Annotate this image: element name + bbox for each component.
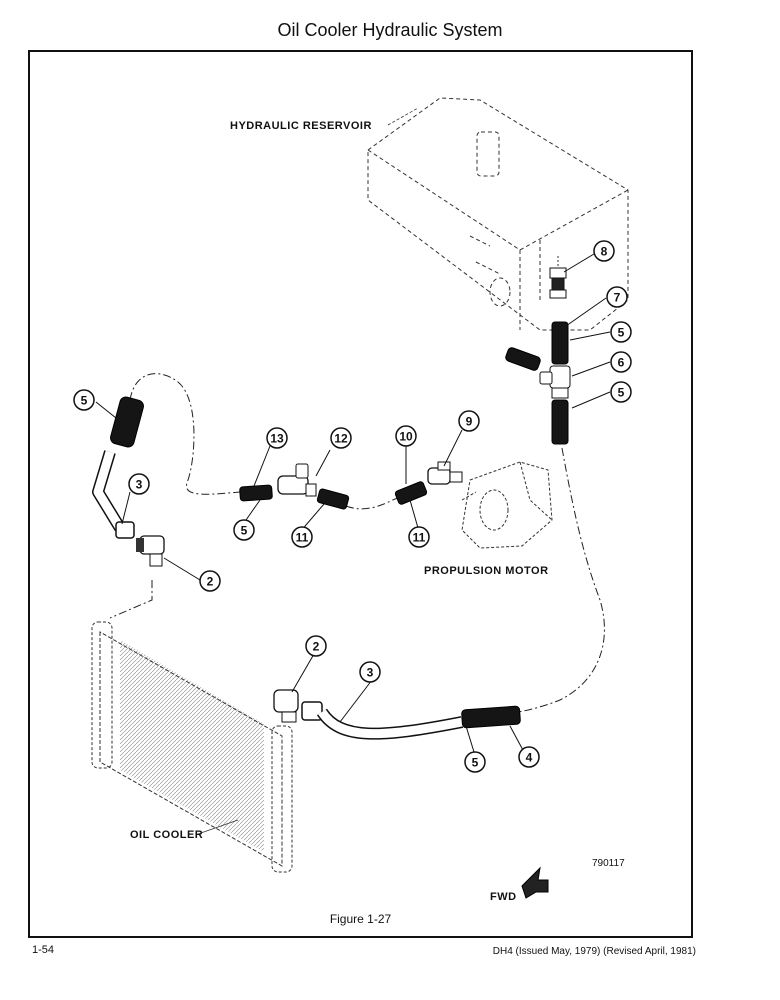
figure-caption: Figure 1-27 [329,912,392,926]
page-number: 1-54 [32,944,55,956]
callout-8: 8 [593,240,615,262]
callout-11-left: 11 [291,526,313,548]
callout-5-center: 5 [233,519,255,541]
drawing-number: 790117 [592,858,625,869]
svg-text:7: 7 [614,291,621,305]
callout-2-lower: 2 [305,635,327,657]
svg-text:5: 5 [618,386,625,400]
callout-5-upper-left: 5 [73,389,95,411]
hydraulic-reservoir [367,97,629,331]
callout-4: 4 [518,746,540,768]
svg-text:2: 2 [313,640,320,654]
svg-text:12: 12 [334,432,348,446]
svg-text:6: 6 [618,356,625,370]
svg-text:5: 5 [472,756,479,770]
svg-text:11: 11 [296,531,309,545]
svg-text:10: 10 [399,430,413,444]
reservoir-leader [387,107,419,126]
callout-13: 13 [266,427,288,449]
elbow-9 [427,461,463,485]
callout-12: 12 [330,427,352,449]
publication-info: DH4 (Issued May, 1979) (Revised April, 1… [492,946,696,957]
propulsion-motor [461,461,553,549]
svg-text:2: 2 [207,575,214,589]
hose-upper-left [110,396,144,448]
svg-text:8: 8 [601,245,608,259]
elbow-2-upper [136,535,165,567]
tube-nut-upper-left [115,521,135,539]
tube-nut-lower [301,701,323,721]
callout-3-upper: 3 [128,473,150,495]
svg-text:5: 5 [81,394,88,408]
cooler-label: OIL COOLER [130,829,203,841]
callout-7: 7 [606,286,628,308]
hose-lower-right [551,399,569,445]
hose-11-left [316,488,350,510]
callout-10: 10 [395,425,417,447]
motor-label: PROPULSION MOTOR [424,565,549,577]
callout-11-right: 11 [408,526,430,548]
svg-text:9: 9 [466,415,473,429]
svg-text:3: 3 [136,478,143,492]
diagram-frame [28,50,693,938]
hose-center-left [239,484,273,502]
hose-upper-right [551,321,569,365]
callout-2-upper: 2 [199,570,221,592]
fitting-8 [549,256,567,299]
callout-leaders [95,253,611,753]
svg-text:11: 11 [413,531,426,545]
svg-text:4: 4 [526,751,533,765]
tee-12 [277,463,317,497]
callout-5-lower: 5 [464,751,486,773]
page-title: Oil Cooler Hydraulic System [277,20,503,40]
elbow-2-lower [273,689,299,723]
callout-5-mid-right: 5 [610,381,632,403]
reservoir-label: HYDRAULIC RESERVOIR [230,120,372,132]
fwd-arrow-icon [521,866,549,899]
svg-text:3: 3 [367,666,374,680]
oil-cooler [91,621,293,873]
svg-text:5: 5 [241,524,248,538]
callout-3-lower: 3 [359,661,381,683]
hose-routes [109,373,605,713]
fwd-label: FWD [490,891,517,903]
callout-6: 6 [610,351,632,373]
hose-10 [394,481,428,505]
svg-text:13: 13 [270,432,284,446]
hose-stub-right [505,347,541,371]
tee-6 [539,365,571,399]
callout-9: 9 [458,410,480,432]
svg-text:5: 5 [618,326,625,340]
hose-4 [461,705,521,729]
callout-5-top-right: 5 [610,321,632,343]
